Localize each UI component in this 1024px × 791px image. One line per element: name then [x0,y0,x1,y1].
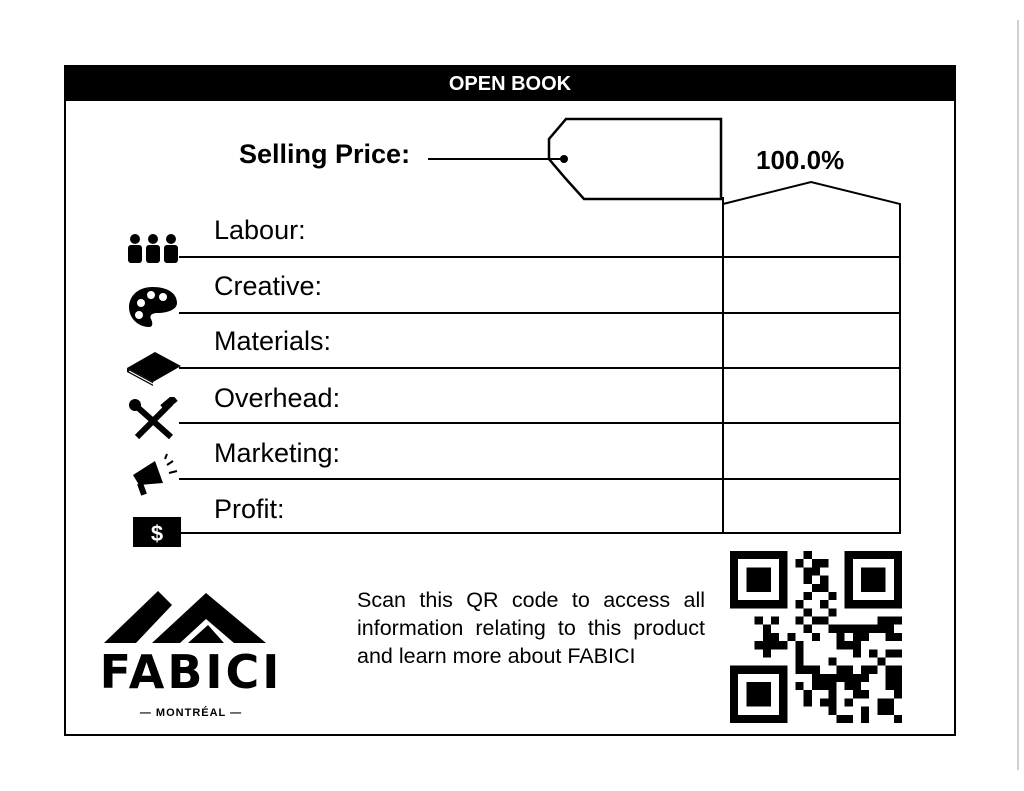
megaphone-icon [133,453,178,496]
tools-icon [129,397,178,440]
row-line-profit [179,532,901,534]
row-label-materials: Materials: [214,326,332,356]
row-label-labour: Labour: [214,215,306,245]
brand-name: FABICI [99,645,283,699]
card-title: OPEN BOOK [66,67,954,101]
row-line-labour [179,256,901,258]
fabici-logo-mark [104,591,266,643]
row-line-materials [179,367,901,369]
row-label-marketing: Marketing: [214,438,341,468]
svg-text:$: $ [151,521,163,546]
row-label-creative: Creative: [214,271,323,301]
row-label-profit: Profit: [214,494,285,524]
qr-instructions: Scan this QR code to access all informat… [357,588,705,668]
selling-price-tag [547,117,723,201]
row-line-overhead [179,422,901,424]
row-line-marketing [179,478,901,480]
book-icon [127,352,181,386]
people-icon [128,234,178,263]
percentage-value: 100.0% [756,145,845,175]
qr-code[interactable] [730,551,902,723]
row-label-overhead: Overhead: [214,383,341,413]
selling-price-label: Selling Price: [239,139,411,169]
row-line-creative [179,312,901,314]
page-right-border [1017,20,1019,770]
open-book-card: OPEN BOOK Selling Price: 100.0% Labour: … [64,65,956,736]
percent-column-outline [722,180,901,533]
dollar-icon: $ [133,517,181,547]
palette-icon [129,287,177,327]
tag-hole [560,155,568,163]
brand-city: — MONTRÉAL — [139,707,243,719]
